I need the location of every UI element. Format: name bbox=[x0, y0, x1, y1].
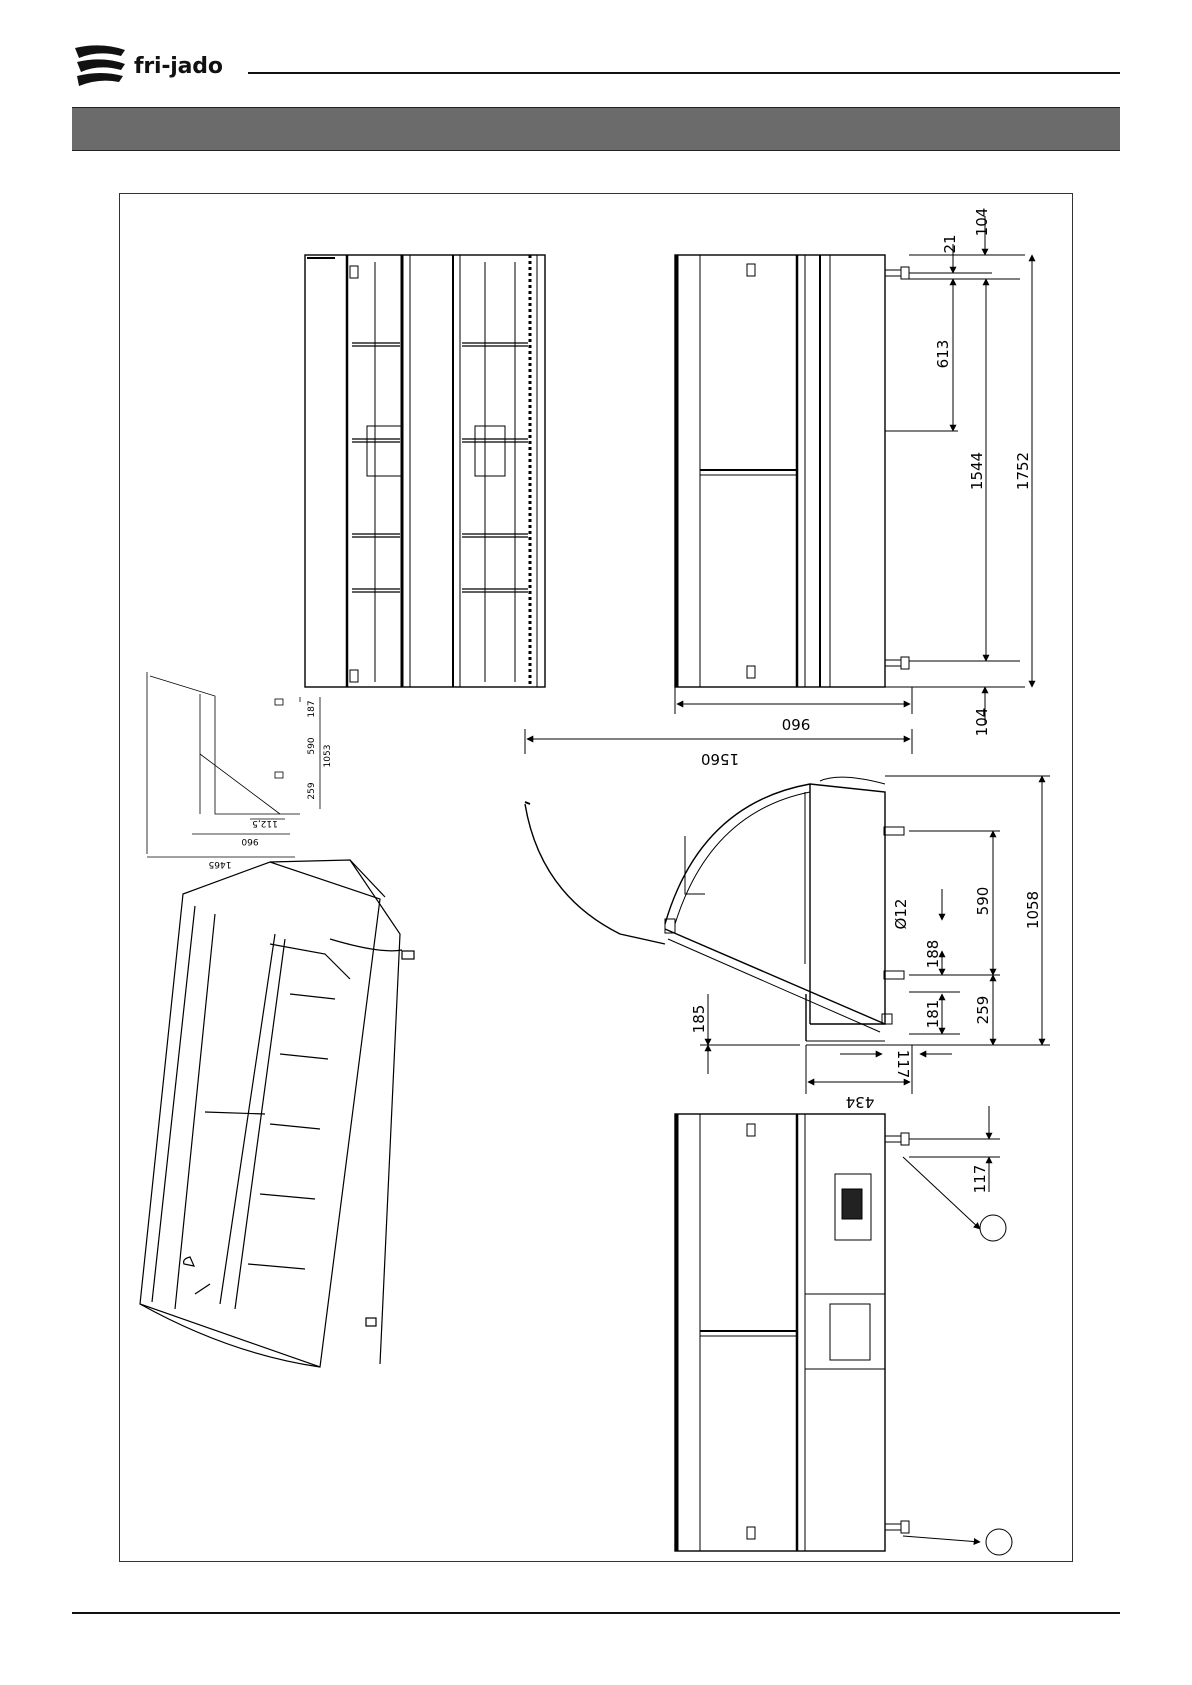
dim-diameter-12: Ø12 bbox=[892, 899, 910, 930]
dim-960: 960 bbox=[782, 715, 811, 733]
header-rule bbox=[248, 72, 1120, 74]
dim-1560: 1560 bbox=[701, 750, 739, 768]
inset-side-view-drawing bbox=[147, 672, 320, 857]
dim-104-bottom: 104 bbox=[973, 708, 991, 737]
dim-21: 21 bbox=[941, 234, 959, 253]
dim-1752: 1752 bbox=[1014, 452, 1032, 490]
side-view-drawing bbox=[525, 777, 904, 1041]
dim-1058: 1058 bbox=[1024, 891, 1042, 929]
footer-rule bbox=[72, 1612, 1120, 1614]
dim-613: 613 bbox=[934, 340, 952, 369]
section-title-bar bbox=[72, 107, 1120, 151]
isometric-view-drawing bbox=[140, 860, 414, 1367]
brand-logo: fri-jado bbox=[73, 44, 233, 88]
dim-1544: 1544 bbox=[968, 452, 986, 490]
dim-104-top: 104 bbox=[973, 208, 991, 237]
inset-dim-112-5: 112,5 bbox=[252, 818, 278, 828]
inset-dim-1465: 1465 bbox=[209, 859, 232, 869]
inset-dim-1053: 1053 bbox=[323, 745, 333, 768]
brand-name: fri-jado bbox=[134, 54, 223, 79]
inset-dim-187: 187 bbox=[307, 700, 317, 717]
dim-185: 185 bbox=[690, 1005, 708, 1034]
inset-dim-590: 590 bbox=[307, 737, 317, 754]
dim-117-rear: 117 bbox=[971, 1165, 989, 1194]
fri-jado-wave-logo-icon bbox=[73, 44, 129, 88]
technical-drawing: 104 21 613 1544 1752 104 960 1560 1058 5… bbox=[120, 194, 1072, 1561]
dim-259: 259 bbox=[974, 996, 992, 1025]
technical-drawing-frame: 104 21 613 1544 1752 104 960 1560 1058 5… bbox=[119, 193, 1073, 1562]
inset-dim-259: 259 bbox=[307, 782, 317, 799]
dim-188: 188 bbox=[924, 940, 942, 969]
dim-181: 181 bbox=[924, 1000, 942, 1029]
front-view-drawing bbox=[675, 255, 909, 687]
inset-dim-960: 960 bbox=[241, 836, 258, 846]
top-view-drawing bbox=[305, 255, 545, 687]
dim-117-side: 117 bbox=[894, 1050, 912, 1079]
dim-590: 590 bbox=[974, 887, 992, 916]
rear-view-drawing bbox=[675, 1114, 909, 1551]
dim-434: 434 bbox=[846, 1093, 875, 1111]
